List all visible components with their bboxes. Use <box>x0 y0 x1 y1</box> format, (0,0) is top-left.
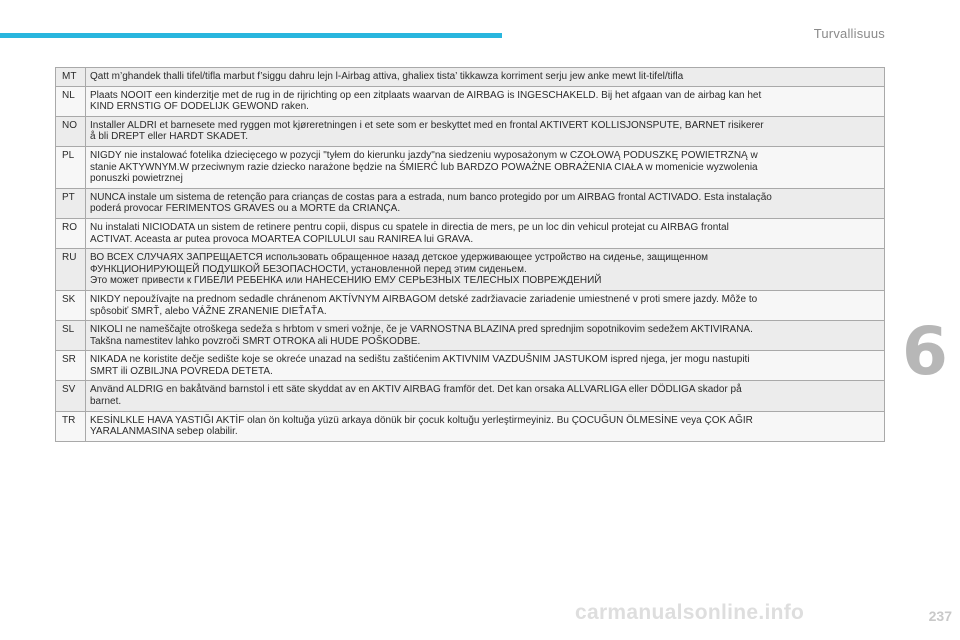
language-code: SV <box>55 380 86 412</box>
warning-text: KESİNLKLE HAVA YASTIĞI AKTİF olan ön kol… <box>85 410 885 442</box>
language-code: SL <box>55 320 86 352</box>
language-code: SR <box>55 350 86 382</box>
warning-text: Använd ALDRIG en bakåtvänd barnstol i et… <box>85 380 885 412</box>
warning-text: Qatt m’ghandek thalli tifel/tifla marbut… <box>85 67 885 87</box>
chapter-tab: 6 <box>902 319 960 393</box>
warning-text: NIKDY nepoužívajte na prednom sedadle ch… <box>85 289 885 322</box>
header-accent-bar <box>0 33 502 38</box>
language-code: MT <box>55 67 86 87</box>
warning-text: ВО ВСЕХ СЛУЧАЯХ ЗАПРЕЩАЕТСЯ использовать… <box>85 248 885 291</box>
language-code: NL <box>55 85 86 117</box>
warning-text: Installer ALDRI et barnesete med ryggen … <box>85 115 885 147</box>
warning-text: NIKOLI ne nameščajte otroškega sedeža s … <box>85 320 885 352</box>
warning-text: Nu instalati NICIODATA un sistem de reti… <box>85 217 885 250</box>
page-number: 237 <box>928 608 952 624</box>
watermark: carmanualsonline.info <box>575 601 805 624</box>
warning-text: NIKADA ne koristite dečje sedište koje s… <box>85 350 885 382</box>
language-code: PT <box>55 187 86 219</box>
warning-text: NIGDY nie instalować fotelika dziecięceg… <box>85 145 885 189</box>
warning-text: NUNCA instale um sistema de retenção par… <box>85 187 885 219</box>
language-code: SK <box>55 289 86 322</box>
section-title: Turvallisuus <box>813 26 885 41</box>
language-code: PL <box>55 145 86 189</box>
language-code: NO <box>55 115 86 147</box>
warning-text: Plaats NOOIT een kinderzitje met de rug … <box>85 85 885 117</box>
language-code: RU <box>55 248 86 291</box>
language-code: TR <box>55 410 86 442</box>
language-code: RO <box>55 217 86 250</box>
chapter-number: 6 <box>902 313 948 390</box>
